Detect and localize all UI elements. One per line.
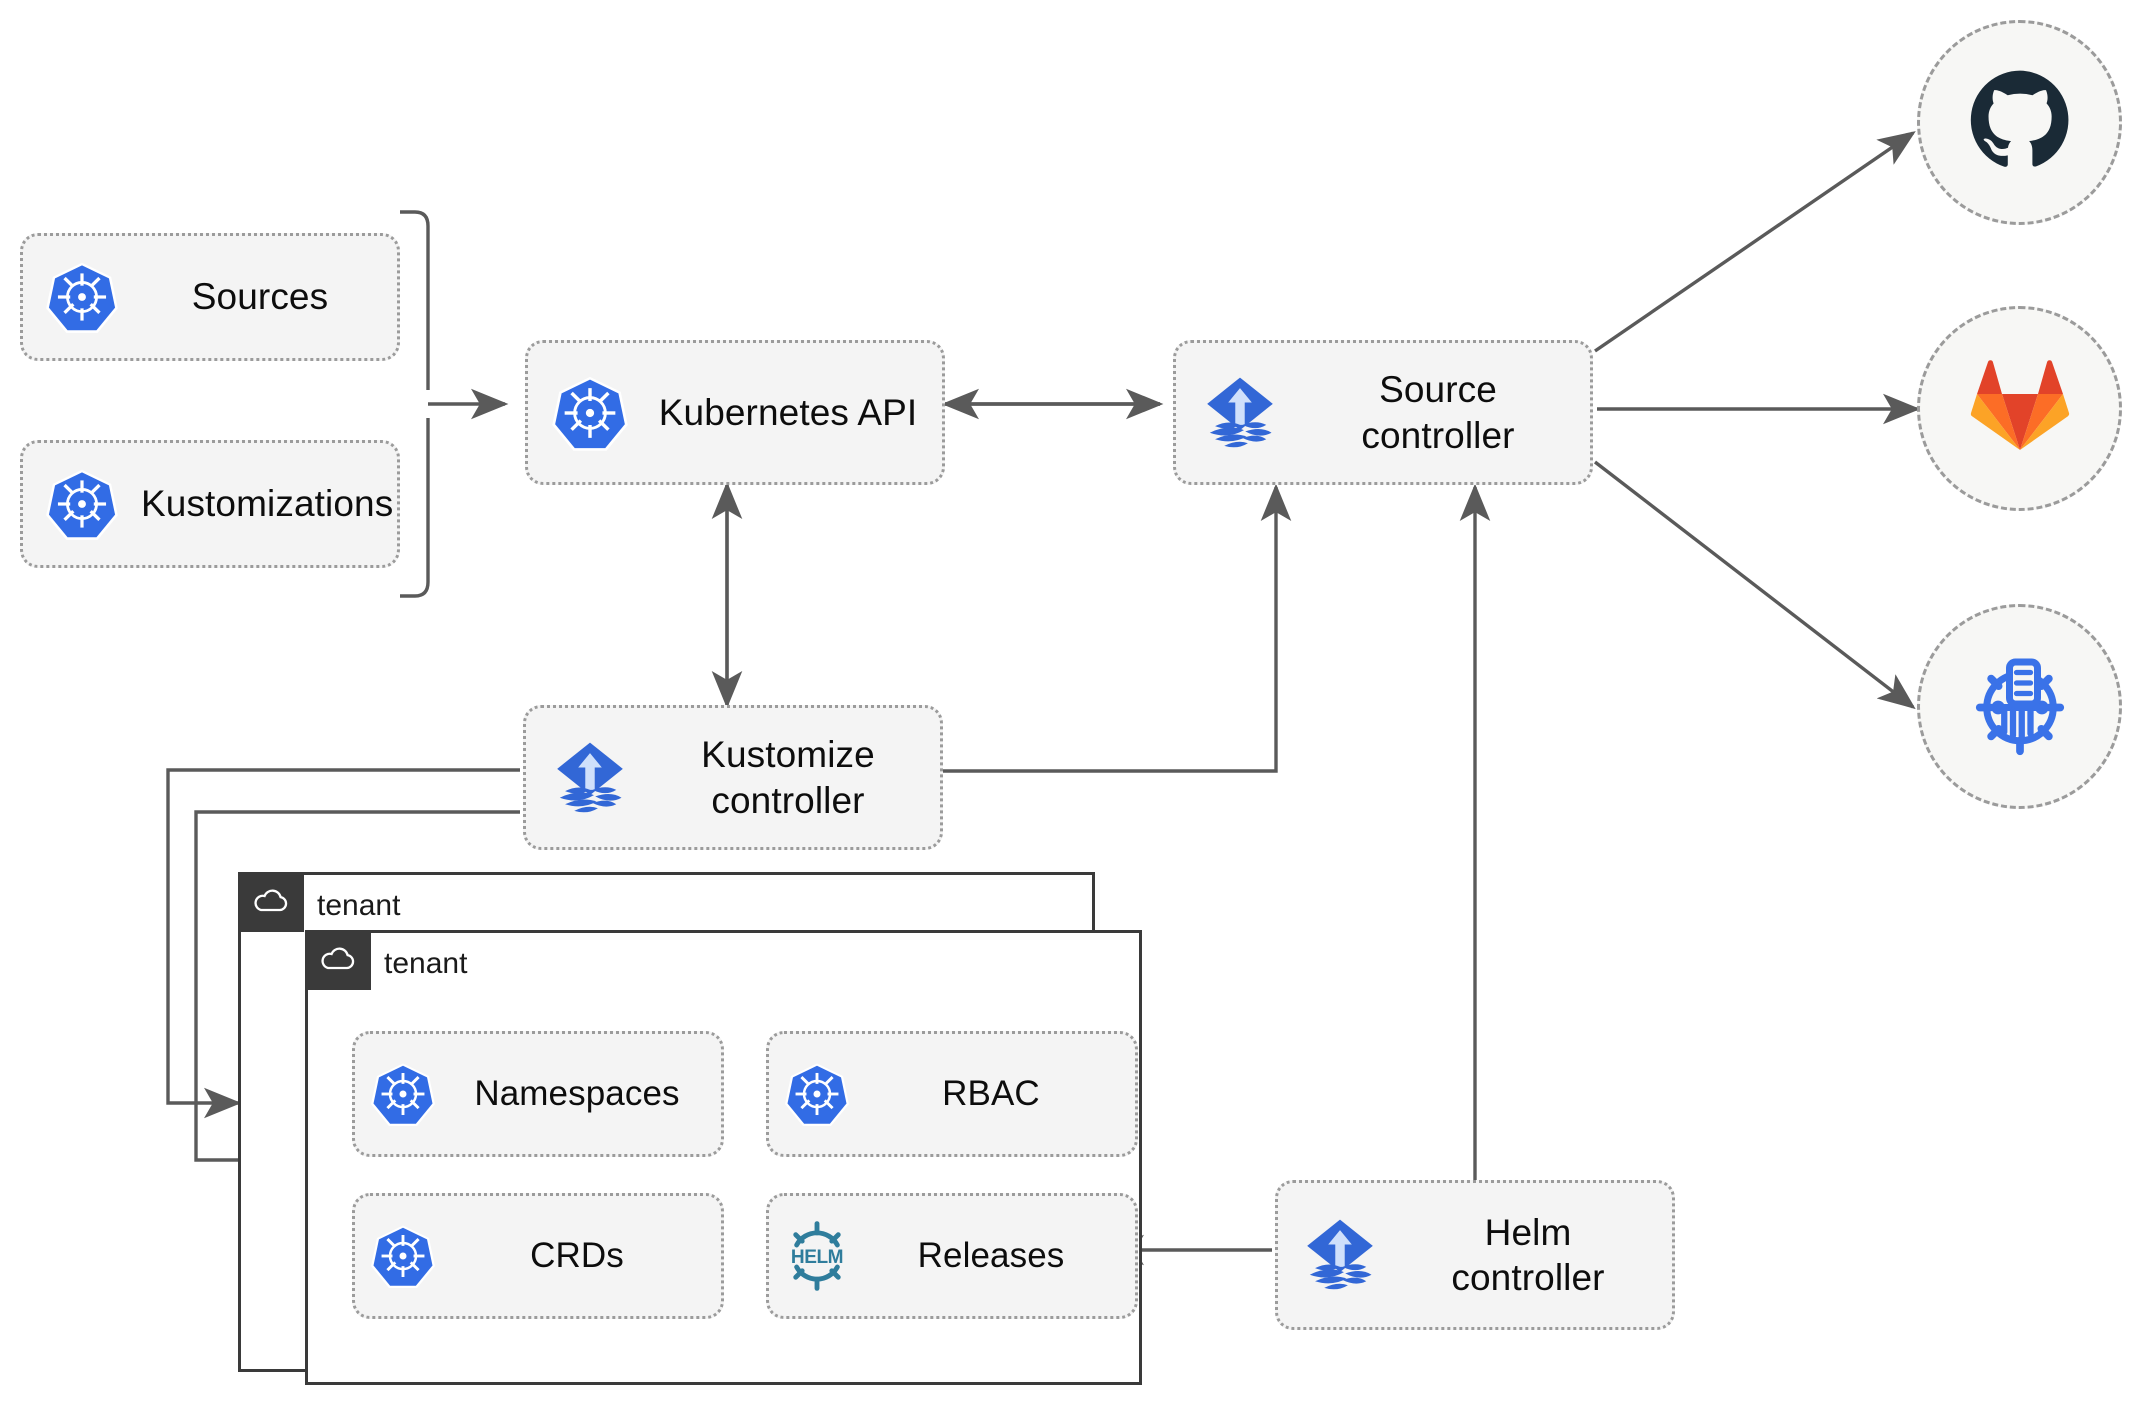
node-label: Source controller — [1304, 367, 1590, 457]
kubernetes-icon — [355, 1061, 451, 1127]
kubernetes-icon — [528, 374, 652, 452]
kubernetes-icon — [355, 1223, 451, 1289]
node-label: Kustomize controller — [654, 732, 940, 822]
helm-repository-icon — [1964, 648, 2076, 765]
node-label: RBAC — [942, 1073, 1040, 1113]
wire-bracket-top — [400, 210, 430, 390]
endpoint-helm-repository[interactable] — [1917, 604, 2122, 809]
tenant-label: tenant — [384, 947, 468, 980]
tenant-titlebar — [238, 872, 304, 932]
node-label-line1: Kustomize — [701, 734, 875, 776]
node-label: Helm controller — [1402, 1210, 1672, 1300]
node-label-line2: controller — [711, 779, 865, 821]
flux-icon — [1278, 1213, 1402, 1297]
gitlab-icon — [1969, 358, 2071, 459]
svg-text:HELM: HELM — [791, 1247, 843, 1268]
node-namespaces[interactable]: Namespaces — [352, 1031, 724, 1157]
flux-icon — [1176, 371, 1304, 455]
node-label-line2: controller — [1451, 1257, 1605, 1298]
node-label: Releases — [917, 1235, 1065, 1275]
node-helm-controller[interactable]: Helm controller — [1275, 1180, 1675, 1330]
node-rbac[interactable]: RBAC — [766, 1031, 1138, 1157]
node-kubernetes-api[interactable]: Kubernetes API — [525, 340, 945, 485]
node-label: Kubernetes API — [658, 391, 918, 433]
wire-source-to-helmrepo — [1593, 460, 1916, 710]
node-crds[interactable]: CRDs — [352, 1193, 724, 1319]
kubernetes-icon — [23, 260, 141, 334]
node-sources[interactable]: Sources — [20, 233, 400, 361]
node-label: Kustomizations — [141, 483, 394, 525]
endpoint-gitlab[interactable] — [1917, 306, 2122, 511]
wire-kustomize-to-source — [940, 483, 1292, 773]
wire-source-to-github — [1594, 131, 1916, 353]
tenant-front[interactable]: tenant — [305, 930, 1142, 1385]
node-label-line2: controller — [1361, 414, 1515, 456]
tenant-label: tenant — [317, 889, 401, 922]
node-label-line1: Source — [1379, 369, 1497, 411]
tenant-titlebar — [305, 930, 371, 990]
endpoint-github[interactable] — [1917, 20, 2122, 225]
node-releases[interactable]: HELM Releases — [766, 1193, 1138, 1319]
node-kustomize-controller[interactable]: Kustomize controller — [523, 705, 943, 850]
node-label: CRDs — [530, 1235, 624, 1275]
node-kustomizations[interactable]: Kustomizations — [20, 440, 400, 568]
tenant-resource-grid: Namespaces — [352, 1031, 1138, 1319]
helm-icon: HELM — [769, 1219, 865, 1293]
kubernetes-icon — [23, 467, 141, 541]
node-label: Namespaces — [474, 1073, 680, 1113]
node-label: Sources — [191, 276, 329, 318]
node-label-line1: Helm — [1484, 1211, 1572, 1253]
flux-icon — [526, 736, 654, 820]
kubernetes-icon — [769, 1061, 865, 1127]
node-source-controller[interactable]: Source controller — [1173, 340, 1593, 485]
github-icon — [1968, 68, 2072, 177]
